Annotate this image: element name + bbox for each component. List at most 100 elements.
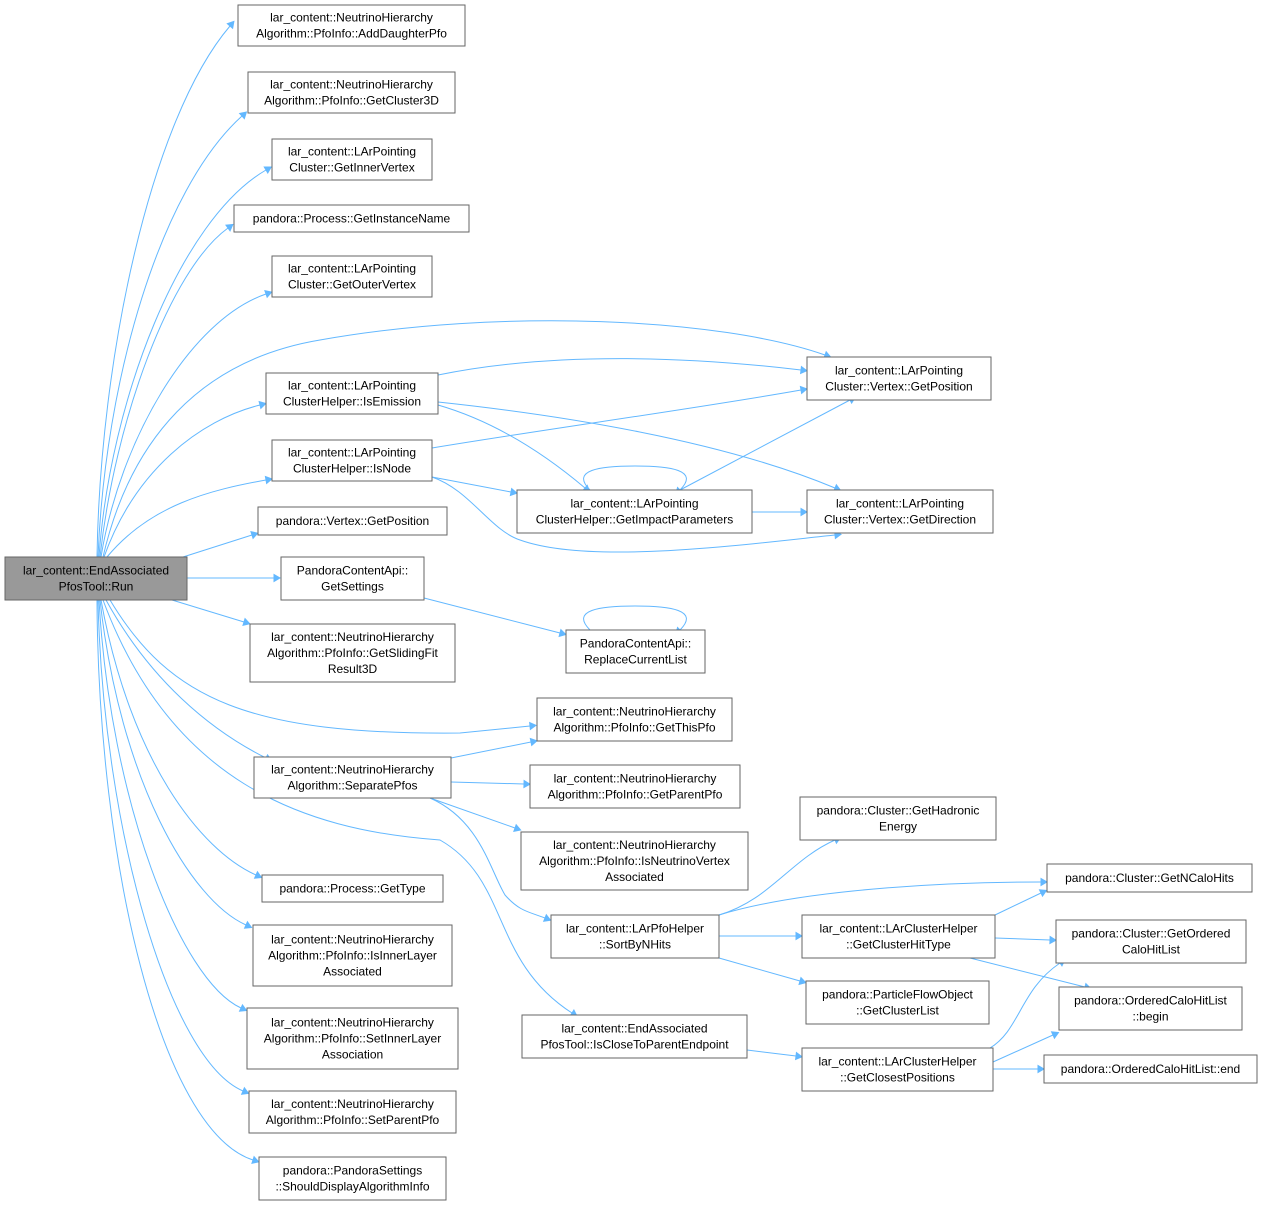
edge-line — [437, 401, 836, 489]
node-label: Association — [322, 1048, 383, 1062]
edge-line — [437, 358, 802, 376]
function-node[interactable]: pandora::Process::GetInstanceName — [233, 204, 470, 233]
function-node[interactable]: lar_content::LArPointingCluster::Vertex:… — [806, 356, 992, 401]
function-node[interactable]: lar_content::LArPointingCluster::GetInne… — [271, 138, 433, 181]
node-box — [805, 980, 990, 1025]
edge-n29-to-n33 — [993, 1064, 1045, 1074]
node-label: Algorithm::PfoInfo::IsNeutrinoVertex — [539, 854, 730, 868]
function-node[interactable]: lar_content::LArClusterHelper::GetCluste… — [801, 914, 996, 959]
node-label: PfosTool::Run — [59, 580, 134, 594]
node-label: Algorithm::PfoInfo::IsInnerLayer — [268, 949, 437, 963]
edge-line — [97, 599, 244, 1092]
node-box — [271, 138, 433, 181]
function-node[interactable]: lar_content::NeutrinoHierarchyAlgorithm:… — [536, 697, 733, 742]
arrow-head-icon — [250, 530, 259, 540]
function-node[interactable]: lar_content::NeutrinoHierarchyAlgorithm:… — [247, 71, 456, 114]
node-label: pandora::OrderedCaloHitList — [1074, 994, 1227, 1008]
function-node[interactable]: lar_content::NeutrinoHierarchyAlgorithm:… — [253, 756, 452, 799]
function-node[interactable]: lar_content::LArPointingClusterHelper::I… — [271, 439, 433, 482]
function-node[interactable]: lar_content::LArClusterHelper::GetCloses… — [801, 1047, 994, 1092]
edge-line — [583, 465, 687, 491]
function-node[interactable]: lar_content::NeutrinoHierarchyAlgorithm:… — [520, 831, 749, 891]
function-node[interactable]: pandora::Cluster::GetNCaloHits — [1046, 863, 1253, 893]
function-node[interactable]: lar_content::NeutrinoHierarchyAlgorithm:… — [529, 764, 741, 809]
arrow-head-icon — [251, 1155, 260, 1165]
node-label: lar_content::NeutrinoHierarchy — [271, 763, 434, 777]
arrow-head-icon — [529, 737, 538, 747]
function-node[interactable]: lar_content::LArPointingClusterHelper::G… — [516, 489, 753, 534]
node-label: pandora::Process::GetType — [279, 882, 425, 896]
function-node[interactable]: lar_content::LArPointingClusterHelper::I… — [265, 372, 439, 415]
edge-line — [182, 534, 253, 558]
node-label: pandora::Cluster::GetNCaloHits — [1065, 871, 1234, 885]
edge-line — [437, 404, 586, 489]
function-node[interactable]: lar_content::NeutrinoHierarchyAlgorithm:… — [252, 924, 453, 987]
edge-root-to-n6 — [103, 400, 267, 558]
edge-root-to-n21 — [109, 599, 537, 734]
function-node[interactable]: pandora::OrderedCaloHitList::end — [1043, 1054, 1258, 1084]
edge-n18-to-n17 — [679, 396, 857, 491]
node-box — [565, 629, 706, 674]
edge-line — [96, 599, 254, 1161]
node-label: lar_content::NeutrinoHierarchy — [270, 78, 433, 92]
function-node[interactable]: lar_content::LArPointingCluster::GetOute… — [271, 255, 433, 298]
node-label: ReplaceCurrentList — [584, 653, 687, 667]
function-node[interactable]: pandora::Vertex::GetPosition — [257, 506, 448, 536]
edge-line — [99, 599, 247, 926]
edge-line — [423, 597, 561, 634]
node-box — [271, 439, 433, 482]
node-label: pandora::ParticleFlowObject — [822, 988, 973, 1002]
edge-root-to-n9 — [183, 573, 281, 583]
function-node[interactable]: lar_content::LArPointingCluster::Vertex:… — [806, 489, 994, 534]
node-label: pandora::Process::GetInstanceName — [253, 212, 451, 226]
node-label: Cluster::Vertex::GetPosition — [825, 380, 972, 394]
edge-line — [102, 599, 573, 1014]
edge-root-to-n13 — [99, 599, 253, 929]
node-label: CaloHitList — [1122, 943, 1181, 957]
edge-line — [97, 115, 243, 558]
function-node[interactable]: lar_content::LArPfoHelper::SortByNHits — [550, 914, 720, 959]
node-label: Cluster::Vertex::GetDirection — [824, 513, 976, 527]
function-node[interactable]: lar_content::NeutrinoHierarchyAlgorithm:… — [246, 1007, 459, 1070]
edge-line — [431, 476, 836, 553]
node-label: ::GetClusterHitType — [846, 938, 951, 952]
edge-line — [99, 227, 229, 558]
edge-root-to-n15 — [97, 599, 250, 1095]
function-node[interactable]: pandora::Process::GetType — [261, 874, 444, 903]
function-node[interactable]: pandora::PandoraSettings::ShouldDisplayA… — [258, 1156, 447, 1201]
function-node[interactable]: PandoraContentApi::GetSettings — [280, 556, 425, 601]
edge-root-to-n10 — [171, 599, 251, 627]
function-node[interactable]: lar_content::NeutrinoHierarchyAlgorithm:… — [249, 623, 456, 683]
function-node[interactable]: pandora::ParticleFlowObject::GetClusterL… — [805, 980, 990, 1025]
edge-root-to-n8 — [182, 530, 259, 558]
edge-line — [583, 605, 687, 631]
function-node[interactable]: lar_content::EndAssociatedPfosTool::IsCl… — [521, 1014, 748, 1059]
function-node[interactable]: lar_content::NeutrinoHierarchyAlgorithm:… — [248, 1090, 457, 1134]
node-label: pandora::Cluster::GetHadronic — [817, 804, 980, 818]
function-node[interactable]: pandora::OrderedCaloHitList::begin — [1058, 986, 1243, 1031]
arrow-head-icon — [243, 920, 253, 929]
node-box — [248, 1090, 457, 1134]
edge-line — [100, 599, 257, 876]
edge-n18-to-n19 — [752, 507, 808, 517]
node-label: Associated — [605, 870, 664, 884]
arrow-head-icon — [795, 931, 803, 941]
arrow-head-icon — [1038, 889, 1048, 898]
function-node[interactable]: PandoraContentApi::ReplaceCurrentList — [565, 629, 706, 674]
edge-root-to-n14 — [98, 599, 248, 1012]
function-node[interactable]: lar_content::NeutrinoHierarchyAlgorithm:… — [237, 4, 466, 47]
node-label: Algorithm::PfoInfo::GetThisPfo — [553, 721, 715, 735]
edge-line — [431, 389, 802, 449]
arrow-head-icon — [799, 365, 808, 375]
arrow-head-icon — [513, 823, 522, 832]
node-box — [249, 623, 456, 683]
node-label: ::SortByNHits — [599, 938, 671, 952]
node-label: Algorithm::PfoInfo::AddDaughterPfo — [256, 27, 447, 41]
edge-line — [746, 1049, 797, 1057]
node-label: Algorithm::PfoInfo::GetParentPfo — [548, 788, 723, 802]
edge-n7-to-n18 — [431, 476, 518, 497]
arrow-head-icon — [558, 628, 567, 638]
